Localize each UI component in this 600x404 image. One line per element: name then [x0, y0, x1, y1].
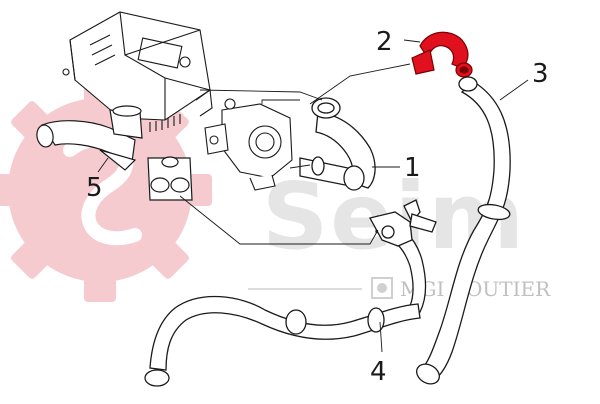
part-2-elbow-hose-highlighted [411, 31, 473, 78]
part-1-intake-hose [299, 97, 376, 191]
callout-3: 3 [532, 59, 549, 89]
callout-2: 2 [376, 27, 393, 57]
callout-4: 4 [370, 357, 387, 387]
part-3-long-hose [416, 76, 511, 385]
engine-block [62, 11, 213, 132]
watermark-sub-logo-icon [371, 277, 393, 299]
part-5-coolant-pipes [36, 105, 193, 201]
leader-lines [97, 39, 529, 353]
part-4-lower-hose [144, 199, 437, 387]
callout-5: 5 [86, 173, 103, 203]
callout-1: 1 [404, 153, 421, 183]
throttle-valve [204, 98, 293, 191]
